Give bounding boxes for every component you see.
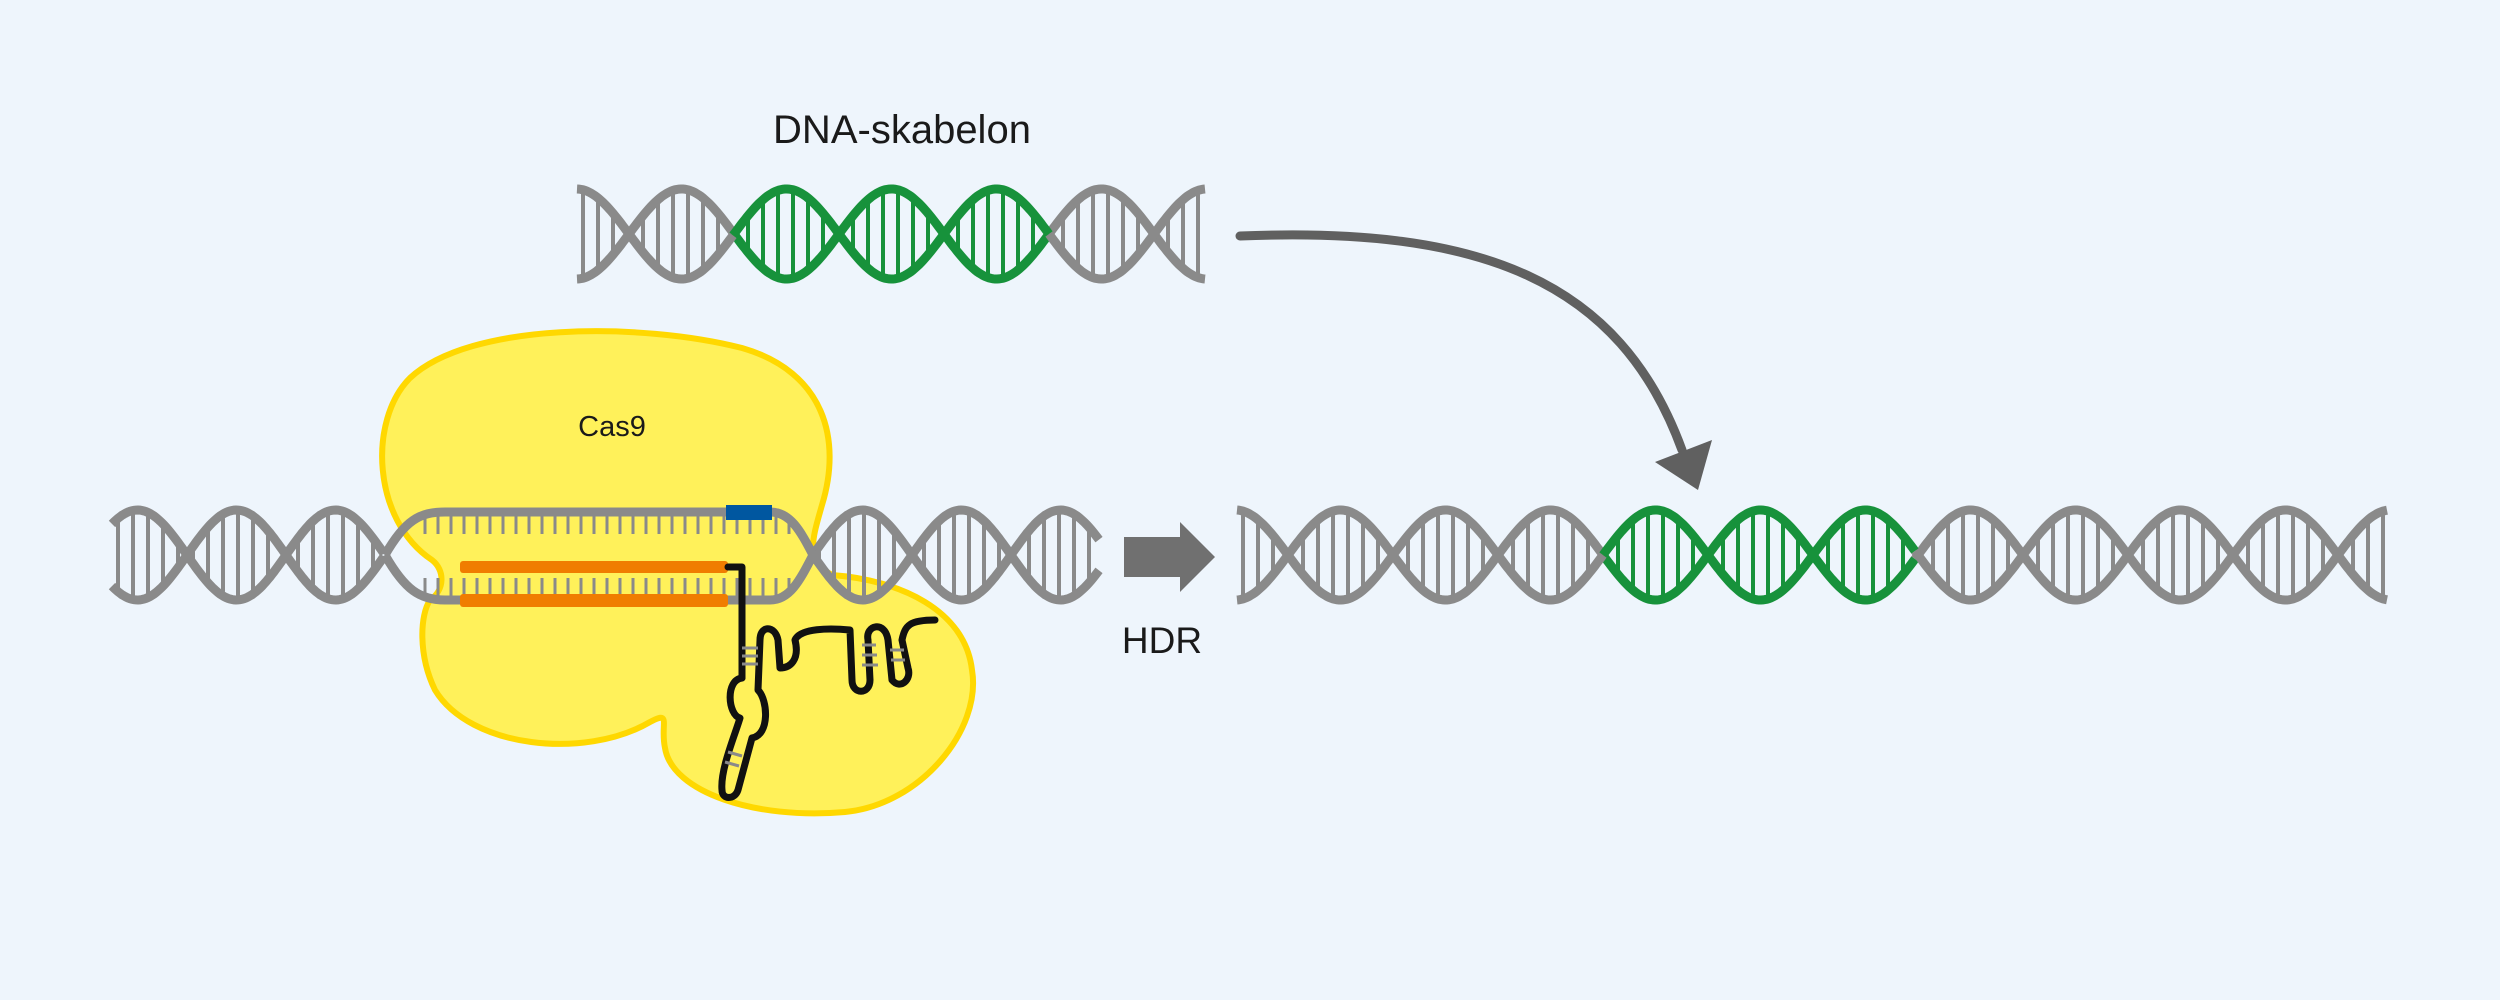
dna-strand <box>809 505 1103 605</box>
dna-template-label: DNA-skabelon <box>773 108 1031 152</box>
dna-strand <box>809 505 1103 605</box>
dna-strand <box>576 184 737 284</box>
dna-strand <box>729 184 1053 284</box>
dna-strand <box>1599 505 1919 605</box>
guide-rna-scaffold <box>718 563 939 801</box>
repaired-dna-helix <box>1236 505 2388 605</box>
template-insertion-arrow <box>1235 230 1687 455</box>
donor-template-dna-helix <box>576 184 1206 284</box>
target-dna-helix <box>108 505 1103 605</box>
cas9-label: Cas9 <box>578 411 646 443</box>
target-strand-top <box>381 507 817 558</box>
arrowhead-icon <box>1655 440 1712 490</box>
dna-strand <box>1045 184 1206 284</box>
dna-strand <box>1599 505 1919 605</box>
dna-strand <box>108 505 388 605</box>
dna-strand <box>1911 505 2388 605</box>
dna-strand <box>1236 505 1607 605</box>
dna-strand <box>1911 505 2388 605</box>
dna-strand <box>576 184 737 284</box>
target-strand-bottom <box>381 552 817 605</box>
hdr-arrow-icon <box>1124 522 1215 592</box>
dna-strand <box>1236 505 1607 605</box>
guide-rna-spacer-top <box>460 561 728 573</box>
dna-strand <box>729 184 1053 284</box>
guide-rna-base-pairs <box>724 643 905 768</box>
hdr-label: HDR <box>1122 620 1202 661</box>
guide-rna-spacer-bottom <box>460 594 728 607</box>
dna-strand <box>1045 184 1206 284</box>
dna-strand <box>108 505 388 605</box>
pam-site <box>726 505 772 520</box>
